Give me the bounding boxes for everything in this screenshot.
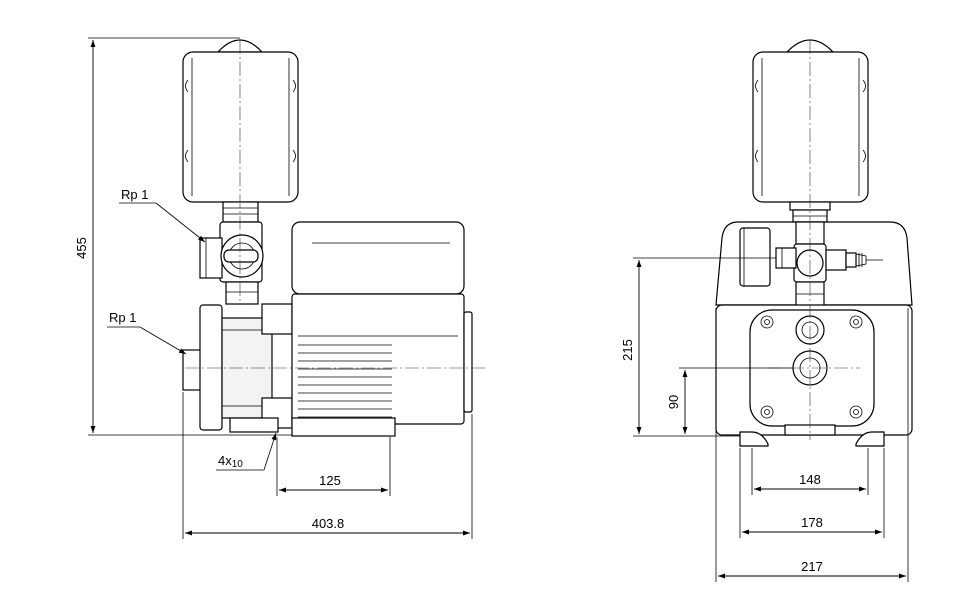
label-rp-bottom: Rp 1 bbox=[109, 310, 136, 325]
dim-height-outlet: 215 bbox=[620, 339, 635, 361]
dim-height-total: 455 bbox=[74, 237, 89, 259]
dim-foot-outer: 178 bbox=[801, 515, 823, 530]
dim-foot-inner: 148 bbox=[799, 472, 821, 487]
pump-body-front bbox=[715, 304, 913, 436]
dim-height-inlet: 90 bbox=[666, 395, 681, 409]
pressure-tank-side bbox=[182, 39, 299, 203]
dim-foot-spacing-side: 125 bbox=[319, 473, 341, 488]
label-holes: 4x10 bbox=[218, 453, 243, 470]
dim-width-front: 403.8 bbox=[312, 516, 345, 531]
feet-front bbox=[739, 431, 885, 447]
valve-block-side bbox=[199, 201, 264, 305]
dim-width-side: 217 bbox=[801, 559, 823, 574]
pressure-tank-front bbox=[752, 39, 869, 203]
side-view: 455 Rp 1 Rp 1 4x10 125 403.8 bbox=[74, 37, 488, 539]
label-rp-top: Rp 1 bbox=[121, 187, 148, 202]
motor-side bbox=[291, 221, 473, 437]
front-view: 215 90 148 178 217 bbox=[620, 39, 913, 582]
cooling-fins bbox=[298, 344, 392, 418]
